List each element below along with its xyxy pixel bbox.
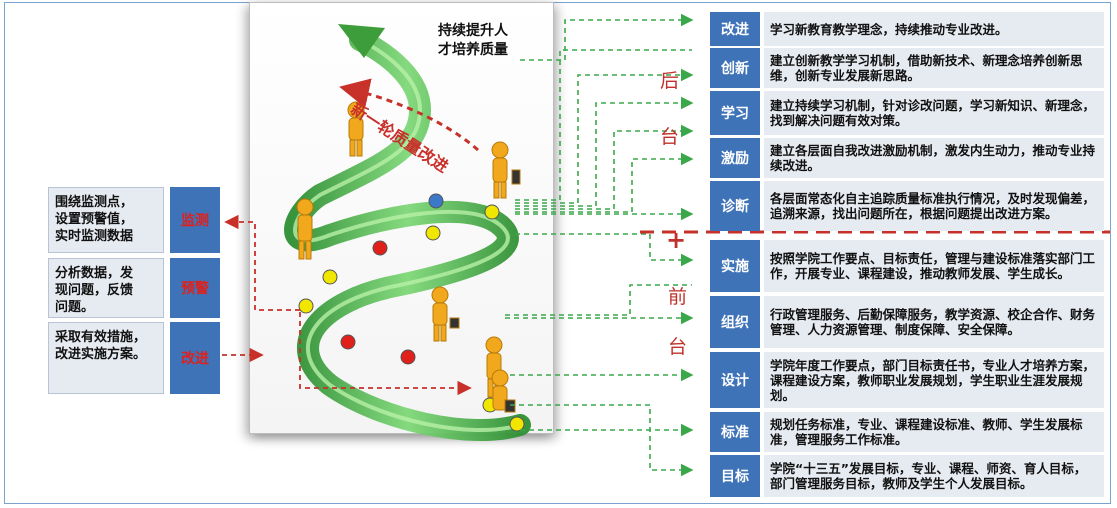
dot-yellow bbox=[425, 225, 441, 241]
right-text-implement: 按照学院工作要点、目标责任，管理与建设标准落实部门工作，开展专业、课程建设，推动… bbox=[764, 240, 1104, 292]
qiantai-label-2: 台 bbox=[668, 336, 688, 358]
right-badge-incentive: 激励 bbox=[710, 138, 760, 178]
dot-red bbox=[400, 349, 416, 365]
spiral-arrowhead bbox=[338, 24, 385, 58]
right-text-incentive: 建立各层面自我改进激励机制，激发内生动力，推动专业持续改进。 bbox=[764, 138, 1104, 178]
right-badge-implement: 实施 bbox=[710, 240, 760, 292]
dot-yellow bbox=[509, 416, 525, 432]
left-text-line: 采取有效措施， bbox=[55, 330, 147, 345]
right-text-innovate: 建立创新教学学习机制，借助新技术、新理念培养创新思维，创新专业发展新思路。 bbox=[764, 48, 1104, 88]
right-badge-standard: 标准 bbox=[710, 412, 760, 452]
right-text-goal: 学院“十三五”发展目标，专业、课程、师资、育人目标，部门管理服务目标，教师及学生… bbox=[764, 455, 1104, 497]
right-badge-design: 设计 bbox=[710, 352, 760, 408]
right-text-organize: 行政管理服务、后勤保障服务，教学资源、校企合作、财务管理、人力资源管理、制度保障… bbox=[764, 296, 1104, 348]
spiral-ribbon bbox=[284, 24, 531, 441]
dot-red bbox=[340, 334, 356, 350]
left-text-warning: 分析数据，发 现问题，反馈 问题。 bbox=[48, 258, 164, 318]
dot-blue bbox=[428, 193, 444, 209]
top-title-line: 持续提升人 bbox=[438, 23, 508, 39]
person-figure bbox=[296, 198, 314, 260]
right-badge-diagnose: 诊断 bbox=[710, 181, 760, 231]
right-badge-improve: 改进 bbox=[710, 12, 760, 46]
person-figure bbox=[491, 369, 516, 413]
right-text-standard: 规划任务标准，专业、课程建设标准、教师、学生发展标准，管理服务工作标准。 bbox=[764, 412, 1104, 452]
left-text-monitor: 围绕监测点， 设置预警值， 实时监测数据 bbox=[48, 187, 164, 253]
right-badge-organize: 组织 bbox=[710, 296, 760, 348]
dot-yellow bbox=[322, 269, 338, 285]
right-badge-innovate: 创新 bbox=[710, 48, 760, 88]
top-title: 持续提升人 才培养质量 bbox=[418, 22, 528, 60]
red-connectors bbox=[222, 214, 472, 396]
dot-red bbox=[372, 240, 388, 256]
houtai-label-2: 台 bbox=[660, 126, 680, 148]
left-text-improve: 采取有效措施， 改进实施方案。 bbox=[48, 322, 164, 394]
left-text-line: 问题。 bbox=[55, 300, 95, 315]
left-text-line: 分析数据，发 bbox=[55, 266, 134, 281]
dot-yellow bbox=[298, 298, 314, 314]
person-figure bbox=[491, 141, 521, 199]
quality-improvement-arrow bbox=[339, 78, 479, 152]
left-text-line: 围绕监测点， bbox=[55, 195, 134, 210]
badge-warning: 预警 bbox=[170, 258, 220, 318]
top-title-line: 才培养质量 bbox=[438, 42, 508, 58]
dot-yellow bbox=[484, 204, 500, 220]
houtai-label-1: 后 bbox=[660, 70, 680, 92]
left-text-line: 设置预警值， bbox=[55, 212, 134, 227]
right-text-improve: 学习新教育教学理念，持续推动专业改进。 bbox=[764, 12, 1104, 46]
green-connectors bbox=[505, 13, 694, 477]
right-badge-learn: 学习 bbox=[710, 91, 760, 135]
right-text-learn: 建立持续学习机制，针对诊改问题，学习新知识、新理念，找到解决问题有效对策。 bbox=[764, 91, 1104, 135]
plus-sign: + bbox=[666, 226, 687, 254]
left-text-line: 实时监测数据 bbox=[55, 229, 134, 244]
right-text-design: 学院年度工作要点，部门目标责任书，专业人才培养方案，课程建设方案，教师职业发展规… bbox=[764, 352, 1104, 408]
badge-monitor: 监测 bbox=[170, 187, 220, 253]
person-figure bbox=[431, 286, 460, 342]
right-badge-goal: 目标 bbox=[710, 455, 760, 497]
left-text-line: 现问题，反馈 bbox=[55, 283, 134, 298]
left-text-line: 改进实施方案。 bbox=[55, 347, 147, 362]
right-text-diagnose: 各层面常态化自主追踪质量标准执行情况，及时发现偏差，追溯来源，找出问题所在，根据… bbox=[764, 181, 1104, 231]
qiantai-label-1: 前 bbox=[668, 286, 688, 308]
badge-improve: 改进 bbox=[170, 322, 220, 394]
people-figures bbox=[296, 101, 521, 413]
